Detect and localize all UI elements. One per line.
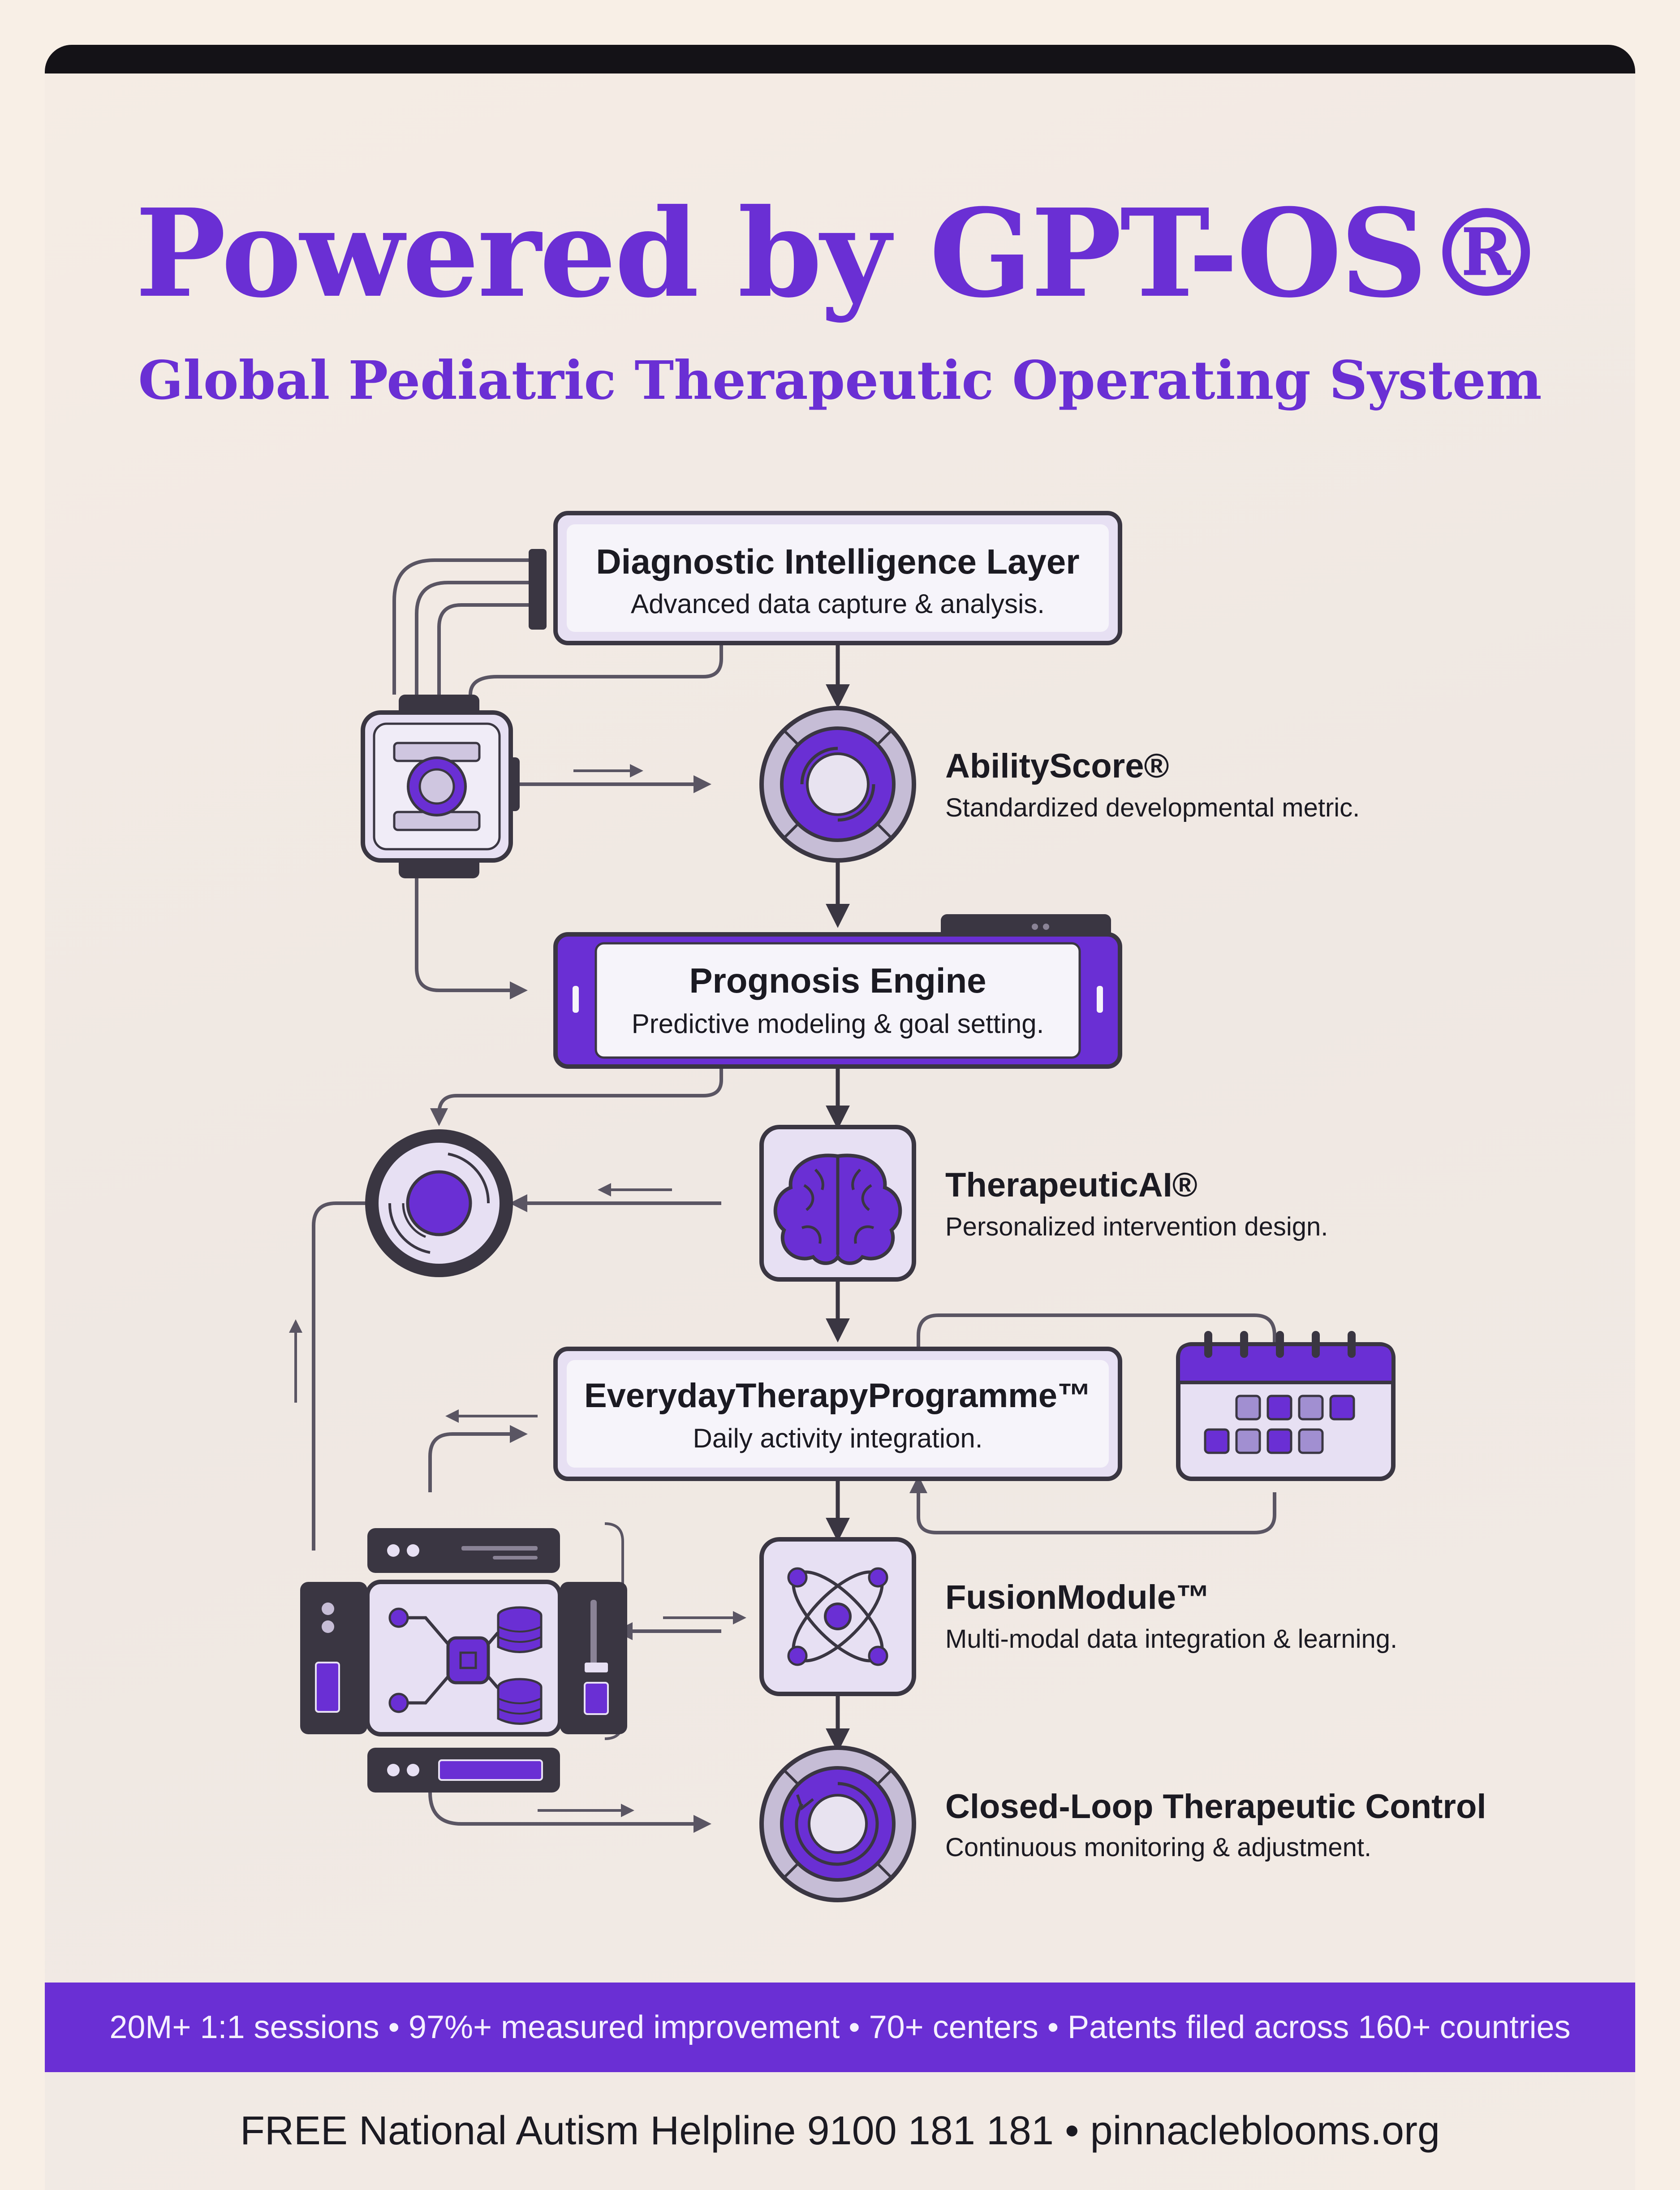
everyday-desc: Daily activity integration. [693,1423,983,1453]
closedloop-title: Closed-Loop Therapeutic Control [945,1788,1486,1826]
connectors [289,558,1276,1833]
therapeuticai-title: TherapeuticAI® [945,1166,1198,1204]
abilityscore-desc: Standardized developmental metric. [945,793,1360,822]
system-diagram: Diagnostic Intelligence Layer Advanced d… [289,511,1486,1902]
page-title: Powered by GPT-OS® [135,182,1547,324]
therapeuticai-desc: Personalized intervention design. [945,1212,1328,1241]
atom-icon [759,1537,916,1696]
prognosis-desc: Predictive modeling & goal setting. [632,1009,1044,1039]
wearable-device-icon [361,695,520,878]
footer-helpline: FREE National Autism Helpline 9100 181 1… [240,2108,1440,2153]
page-subtitle: Global Pediatric Therapeutic Operating S… [138,349,1542,411]
ring-dial-icon [759,706,916,863]
everyday-title: EverydayTherapyProgramme™ [584,1377,1091,1415]
top-bar [45,45,1635,73]
everyday-therapy-box: EverydayTherapyProgramme™ Daily activity… [553,1347,1122,1481]
diagnostic-layer-box: Diagnostic Intelligence Layer Advanced d… [529,511,1122,645]
closed-loop-icon [759,1745,916,1902]
abilityscore-title: AbilityScore® [945,747,1169,785]
fusionmodule-desc: Multi-modal data integration & learning. [945,1624,1397,1654]
closedloop-desc: Continuous monitoring & adjustment. [945,1833,1371,1862]
data-hub-icon [300,1528,627,1793]
target-icon [365,1129,513,1277]
stats-bar: 20M+ 1:1 sessions • 97%+ measured improv… [45,1983,1635,2072]
brain-icon [759,1125,916,1282]
prognosis-engine-box: Prognosis Engine Predictive modeling & g… [553,914,1122,1069]
diagnostic-desc: Advanced data capture & analysis. [631,589,1045,619]
fusionmodule-title: FusionModule™ [945,1578,1210,1616]
prognosis-title: Prognosis Engine [689,961,986,1000]
calendar-icon [1176,1331,1396,1481]
diagnostic-title: Diagnostic Intelligence Layer [596,542,1079,581]
poster-card: Powered by GPT-OS® Global Pediatric Ther… [45,45,1635,2190]
